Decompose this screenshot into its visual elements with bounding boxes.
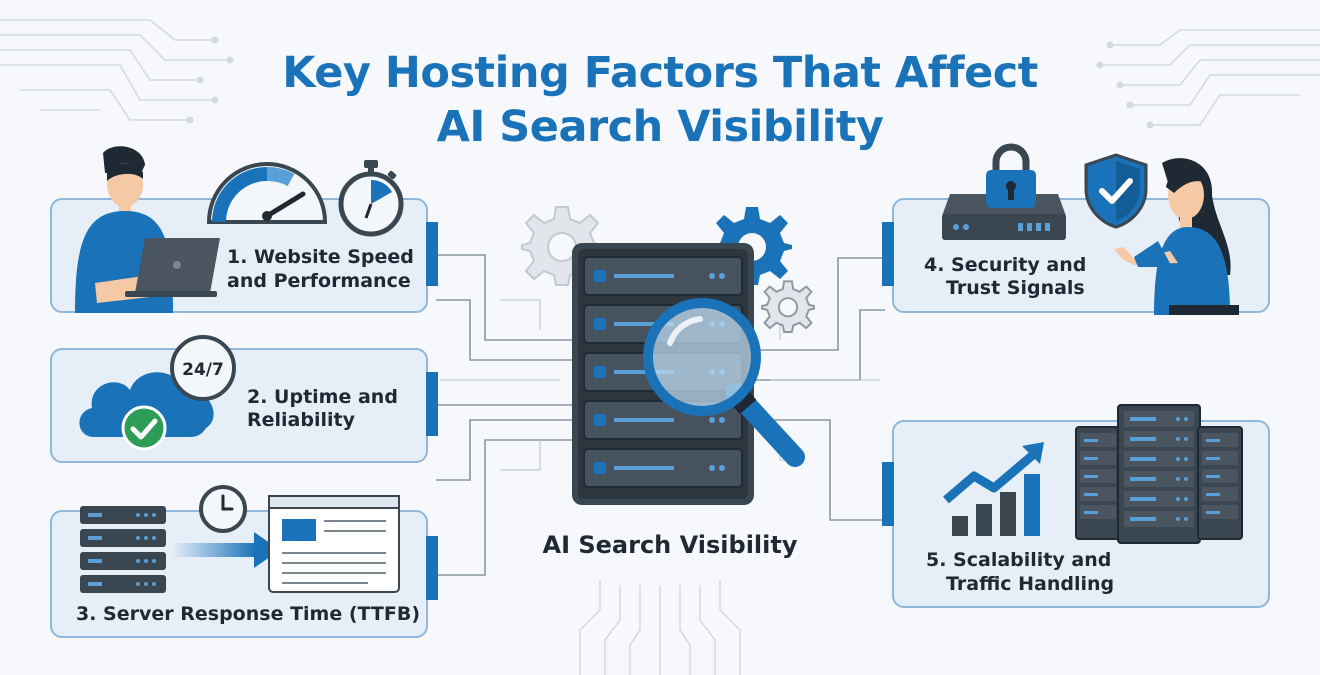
card-accent-tab xyxy=(882,462,894,526)
factor-card-uptime xyxy=(50,348,438,463)
factor-5-label-line-2: Traffic Handling xyxy=(946,573,1115,595)
factor-4-label-line-1: 4. Security and xyxy=(924,254,1087,276)
server-cluster-icon xyxy=(1075,404,1243,544)
speedometer-icon xyxy=(206,162,328,224)
factor-4-label-line-2: Trust Signals xyxy=(946,277,1085,299)
factor-5-label-line-1: 5. Scalability and xyxy=(926,549,1112,571)
title-line-1: Key Hosting Factors That Affect xyxy=(282,48,1038,98)
factor-2-label-line-2: Reliability xyxy=(247,409,355,431)
magnifying-glass-icon xyxy=(643,298,805,467)
growth-chart-icon xyxy=(943,442,1044,536)
factor-1-label-line-1: 1. Website Speed xyxy=(227,246,414,268)
clock-icon: 24/7 xyxy=(170,335,236,401)
person-presenting-icon xyxy=(1114,158,1239,315)
gear-icon xyxy=(761,280,815,333)
check-icon xyxy=(121,405,167,451)
card-accent-tab xyxy=(426,536,438,600)
uptime-badge-text: 24/7 xyxy=(182,360,224,380)
shield-check-icon xyxy=(1084,153,1148,229)
server-stack-icon xyxy=(80,506,166,593)
title-line-2: AI Search Visibility xyxy=(436,102,884,152)
person-laptop-icon xyxy=(75,146,220,313)
factor-3-label: 3. Server Response Time (TTFB) xyxy=(76,603,421,625)
clock-icon xyxy=(199,485,247,533)
center-label: AI Search Visibility xyxy=(542,531,798,559)
web-page-icon xyxy=(268,495,400,593)
padlock-icon xyxy=(986,143,1036,208)
factor-2-label-line-1: 2. Uptime and xyxy=(247,386,398,408)
factor-1-label-line-2: and Performance xyxy=(227,270,411,292)
card-accent-tab xyxy=(426,372,438,436)
card-accent-tab xyxy=(426,222,438,286)
stopwatch-icon xyxy=(338,160,404,237)
card-accent-tab xyxy=(882,222,894,286)
arrow-icon xyxy=(172,532,280,568)
